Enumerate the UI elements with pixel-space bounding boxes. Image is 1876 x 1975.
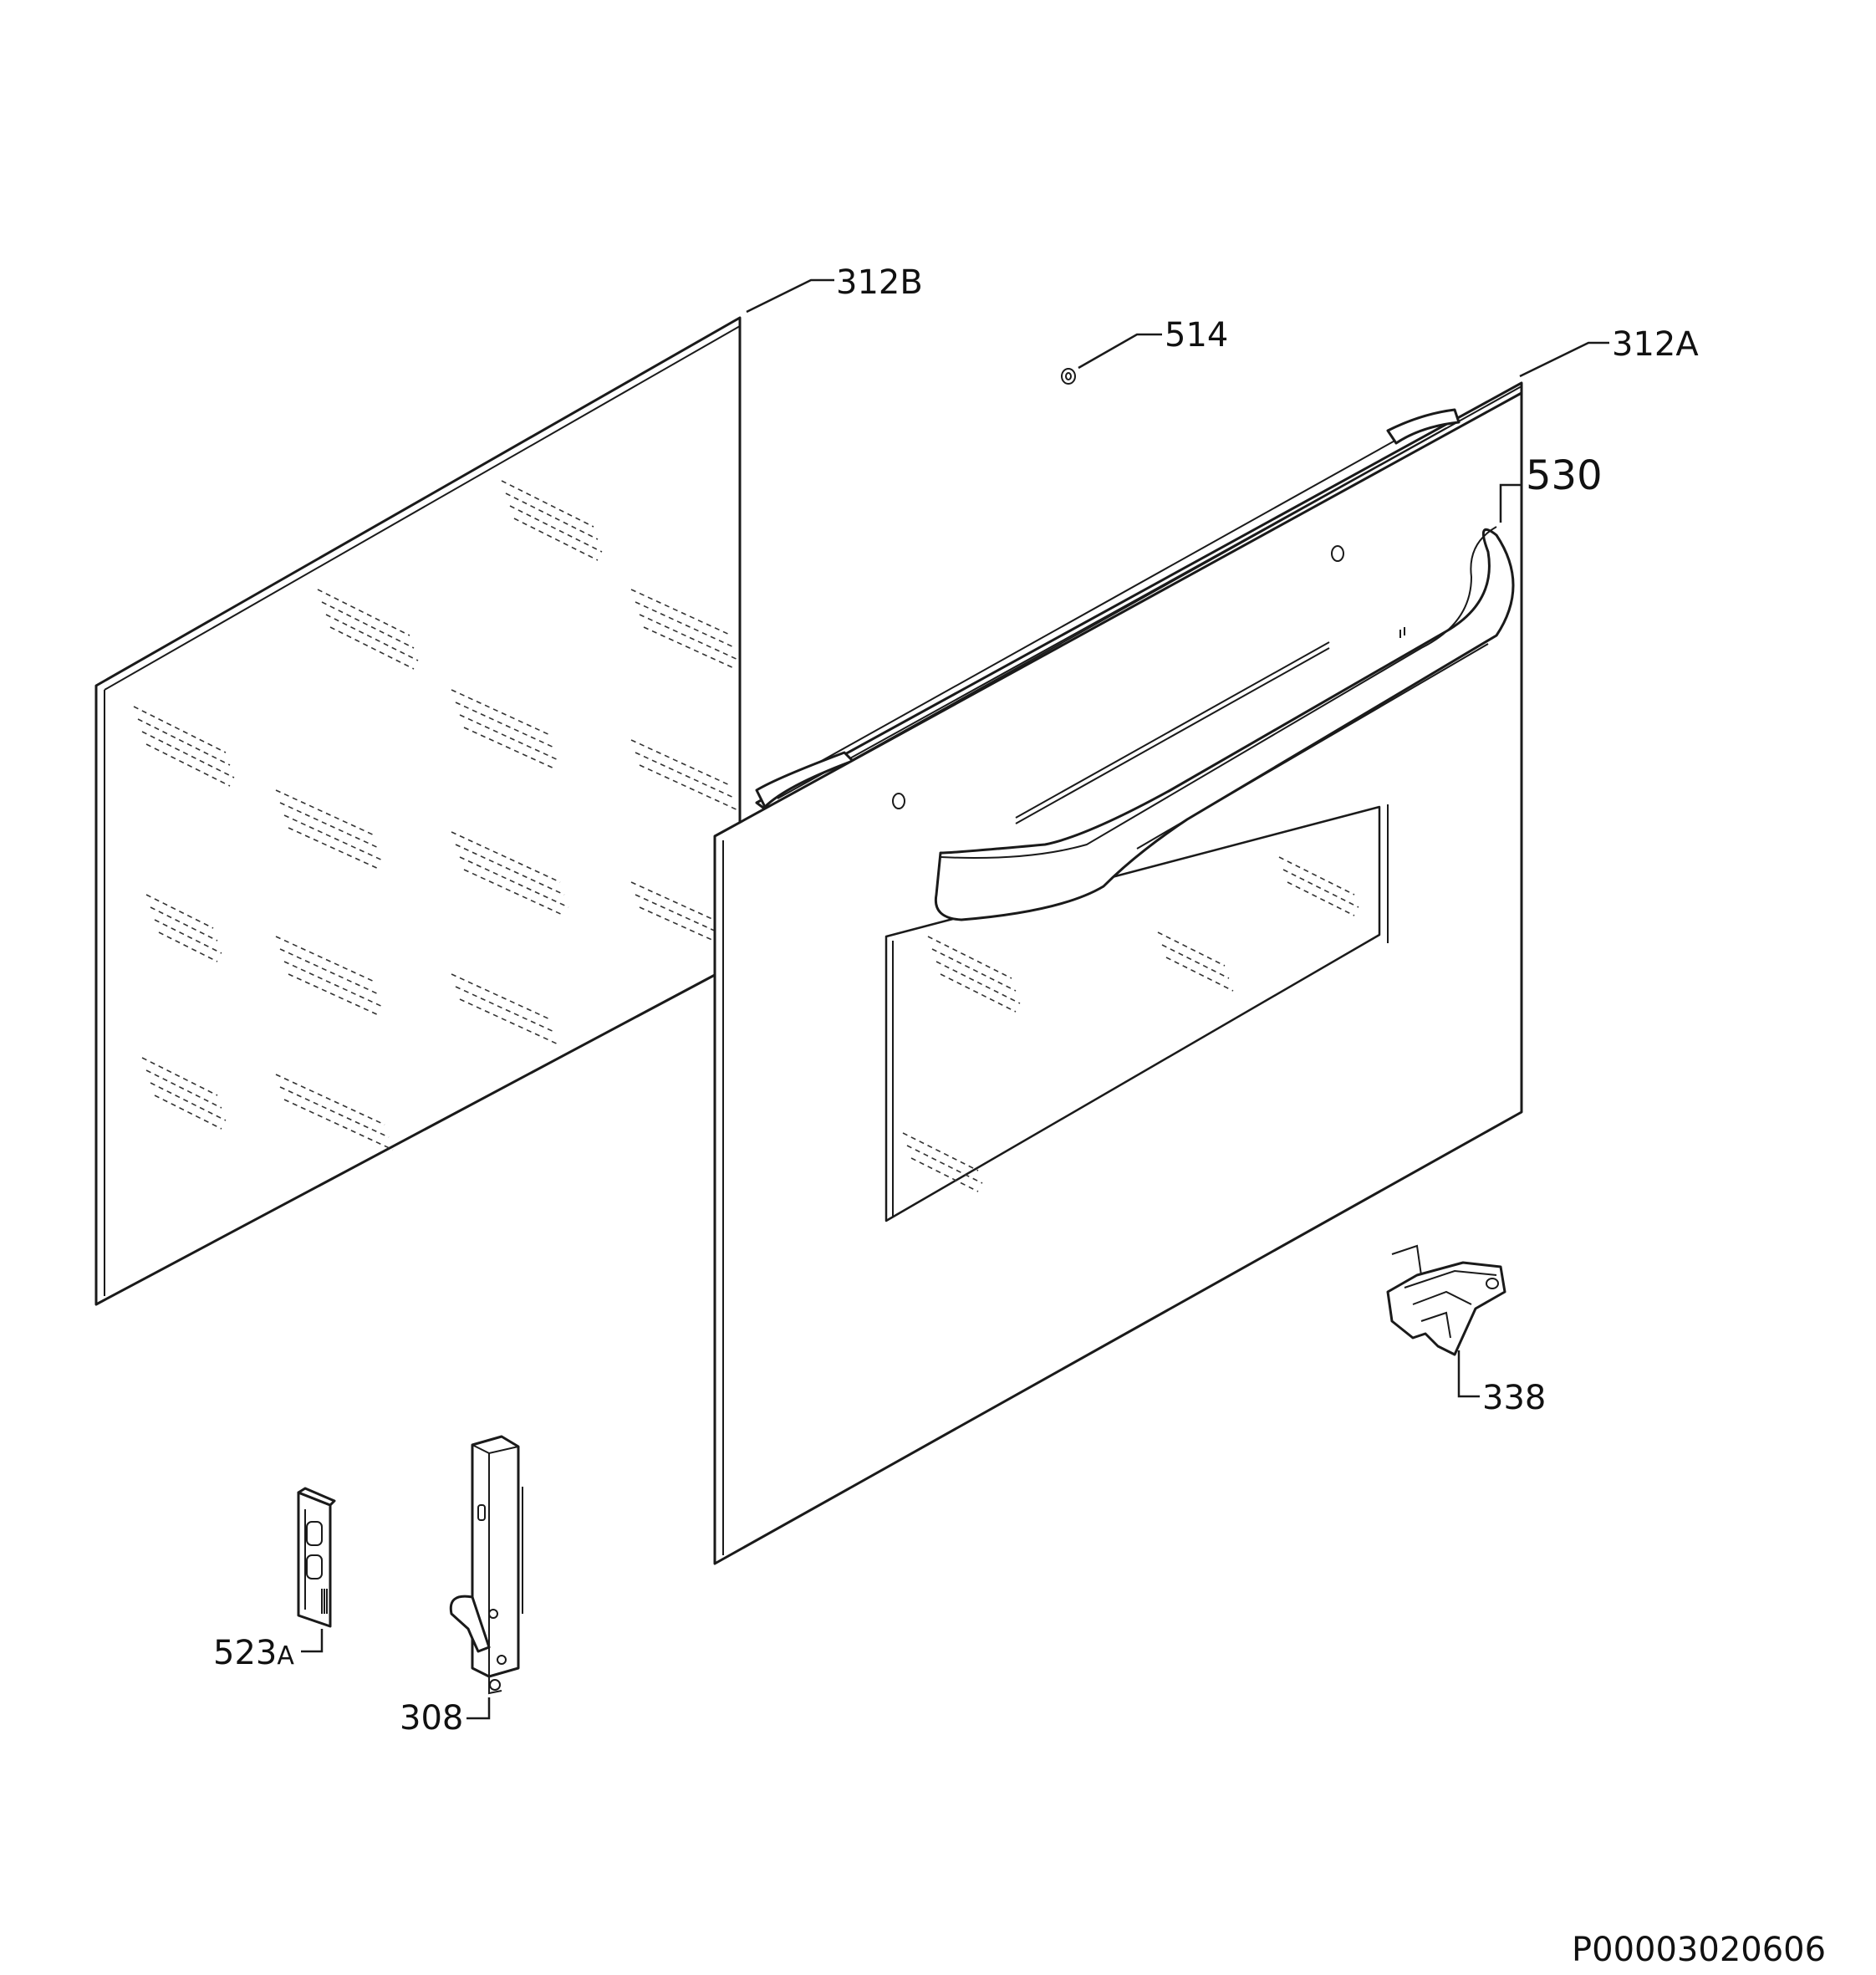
label-338: 338 xyxy=(1482,1379,1546,1417)
hinge-bracket-338 xyxy=(1386,1244,1506,1356)
window-hatch-pattern xyxy=(902,856,1359,1192)
leader-312B xyxy=(746,278,834,314)
label-530: 530 xyxy=(1526,452,1603,499)
leader-514 xyxy=(1078,333,1162,370)
glass-hatch-pattern xyxy=(133,480,741,1151)
door-handle-530 xyxy=(934,526,1515,921)
label-308: 308 xyxy=(400,1699,463,1738)
hinge-arm-308 xyxy=(449,1435,523,1695)
leader-308 xyxy=(466,1697,491,1720)
leader-338 xyxy=(1457,1350,1480,1398)
label-312B: 312B xyxy=(836,263,923,302)
inner-glass-panel-312B xyxy=(94,316,742,1306)
document-id: P00003020606 xyxy=(1572,1931,1826,1969)
label-523A: 523A xyxy=(213,1634,294,1672)
screw-514 xyxy=(1061,368,1076,385)
leader-lines xyxy=(301,278,1609,1720)
label-514: 514 xyxy=(1165,316,1228,355)
label-312A: 312A xyxy=(1612,325,1699,364)
outer-door-panel-312A xyxy=(713,381,1523,1565)
leader-523A xyxy=(301,1629,324,1653)
latch-523A xyxy=(297,1487,336,1628)
leader-530 xyxy=(1499,483,1522,523)
leader-312A xyxy=(1519,341,1609,378)
